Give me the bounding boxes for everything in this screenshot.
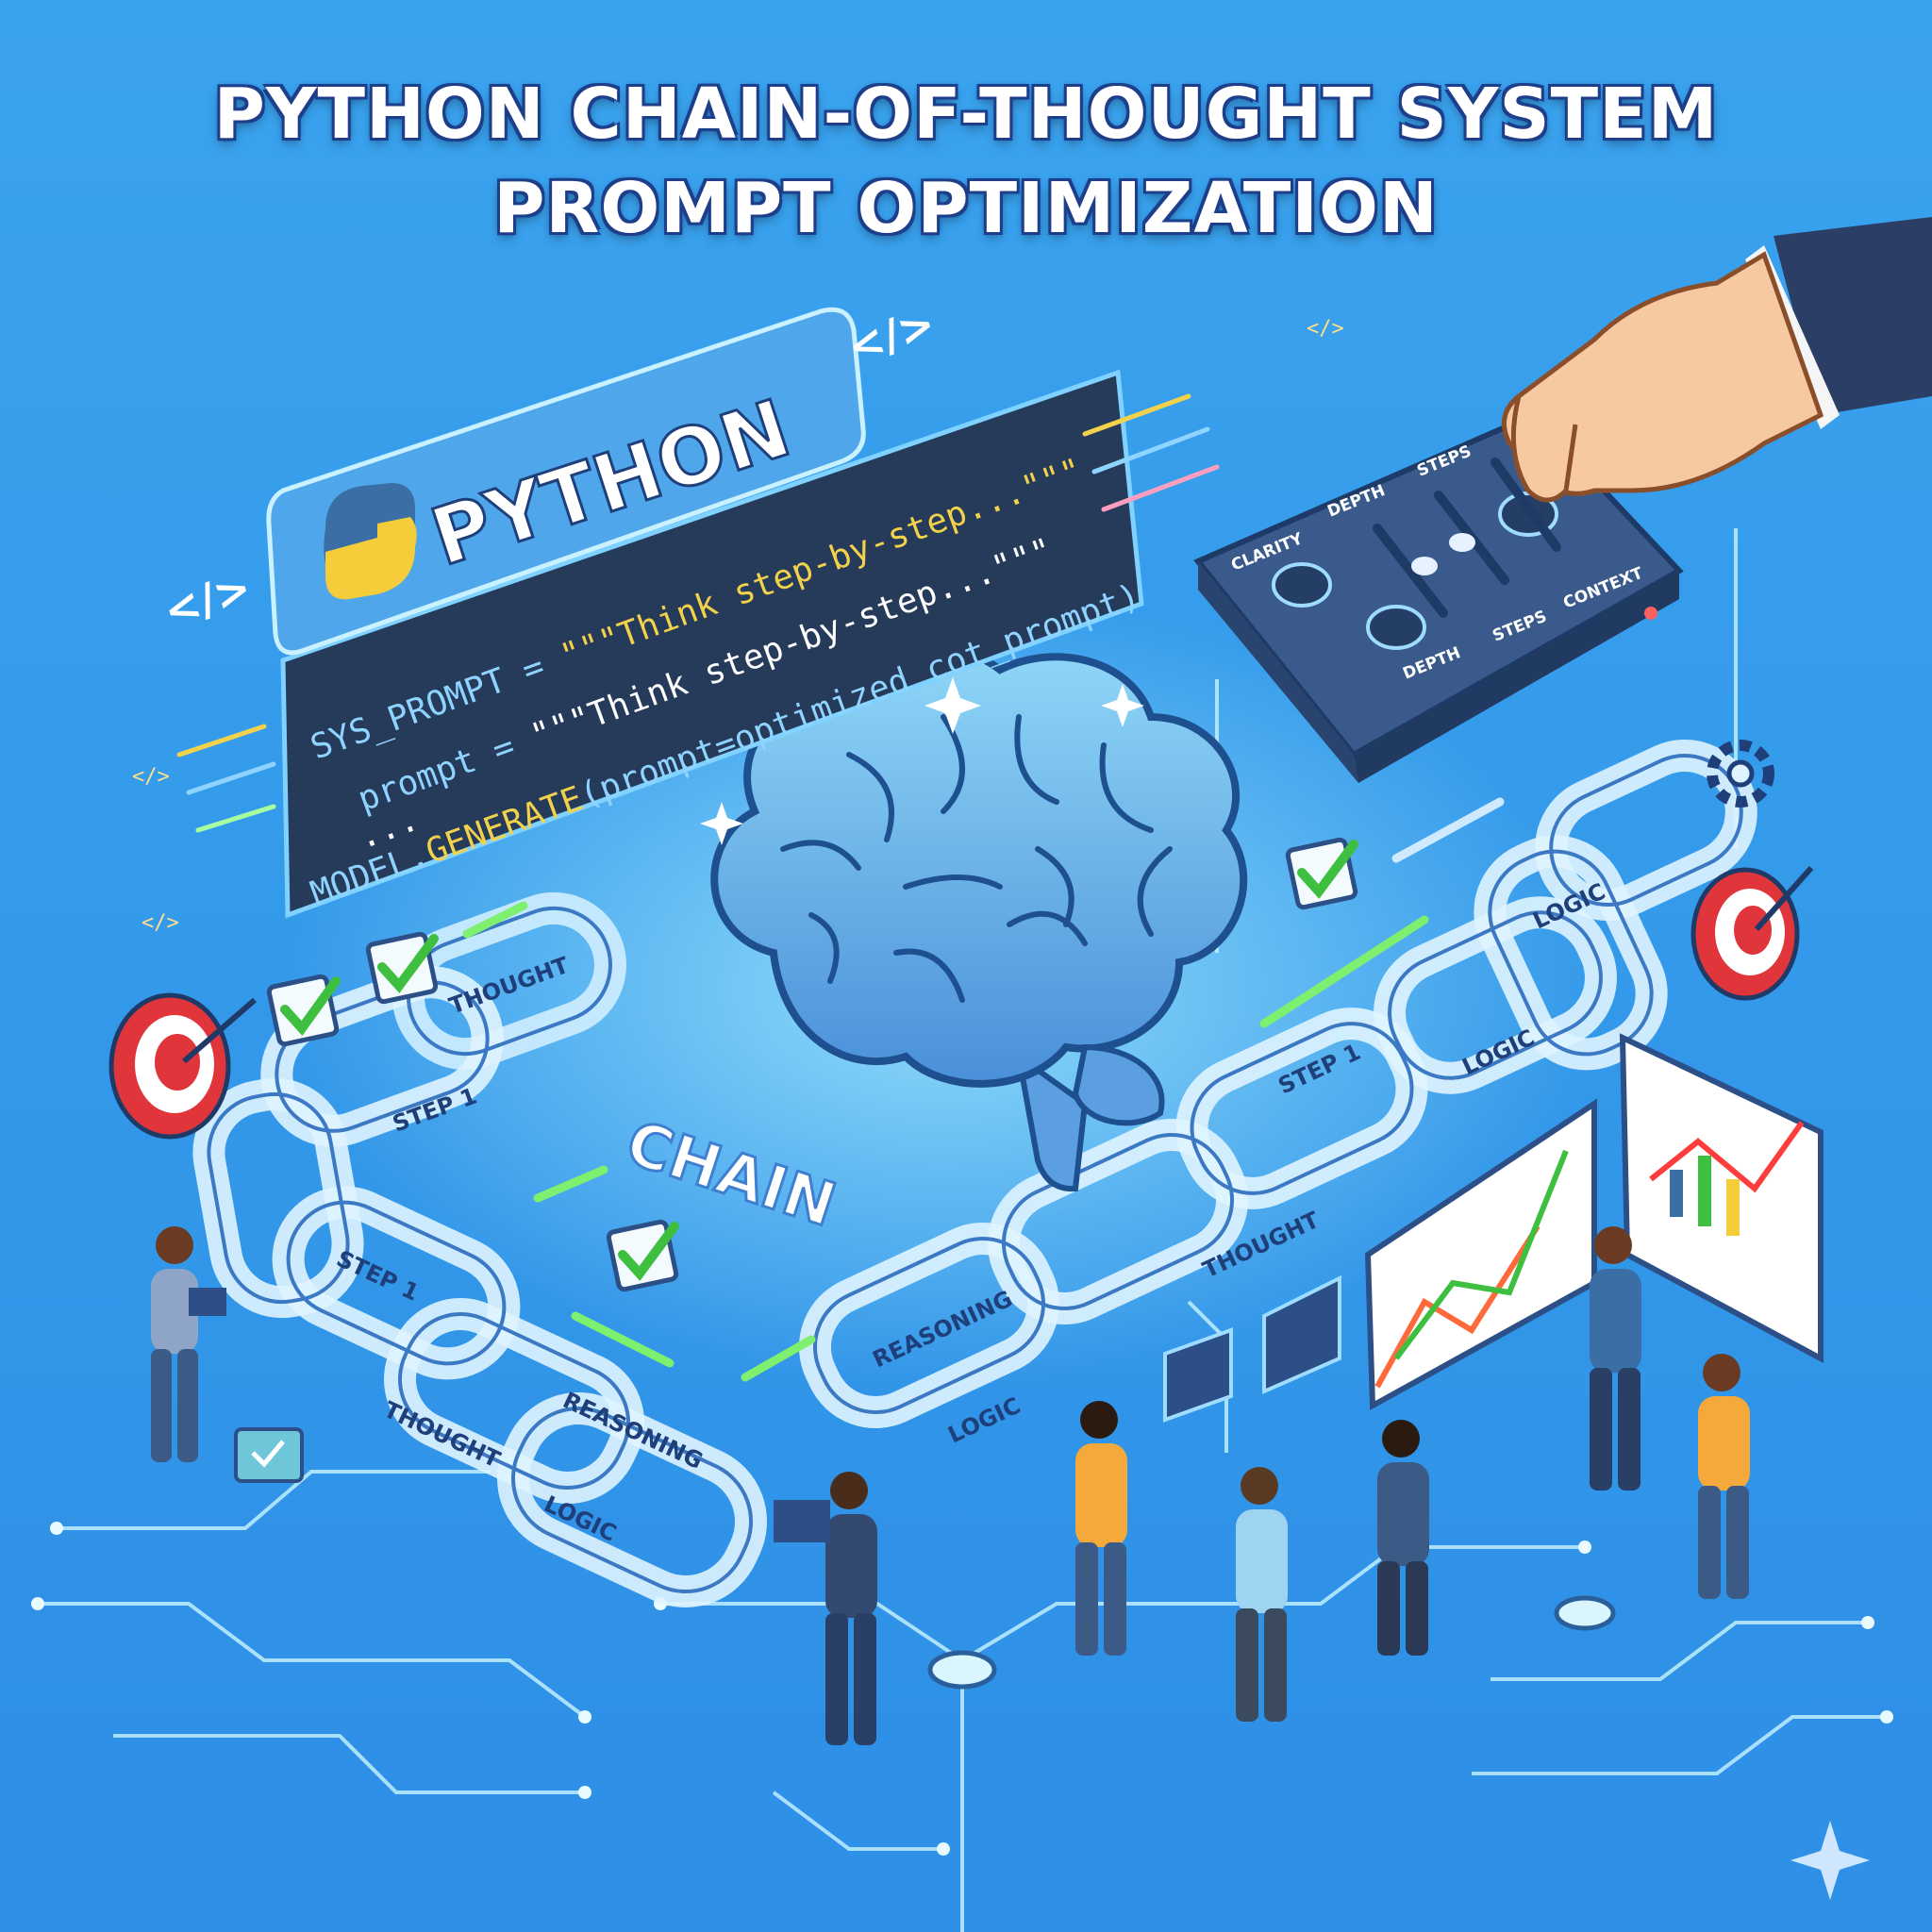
control-panel <box>1193 411 1684 783</box>
page-title-line-1: PYTHON CHAIN-OF-THOUGHT SYSTEM <box>213 74 1719 155</box>
dashboard-screen <box>1364 1098 1597 1411</box>
slider-handle[interactable] <box>1449 533 1475 552</box>
arrow-icon <box>741 1335 816 1382</box>
gear-icon <box>1707 740 1774 808</box>
arrow-icon <box>1259 915 1429 1028</box>
arrow-icon <box>462 901 528 939</box>
arrow-icon <box>1391 797 1505 863</box>
code-tags: </> </> </> <box>132 317 1344 935</box>
check-icon <box>606 1219 679 1292</box>
code-dash-lines <box>176 393 1220 833</box>
html-tag-icon: </> <box>132 765 170 789</box>
html-tag-icon: </> <box>1307 317 1344 341</box>
slider-handle[interactable] <box>1411 557 1438 575</box>
person <box>1590 1226 1641 1491</box>
page-title-line-2: PROMPT OPTIMIZATION <box>493 168 1439 249</box>
chain-right-outline <box>812 753 1743 1415</box>
code-panel <box>280 369 1144 919</box>
control-sliders <box>1373 458 1657 620</box>
brain-icon <box>710 646 1248 1192</box>
target-icon <box>1690 866 1814 1001</box>
target-icon <box>108 992 257 1140</box>
check-icon <box>1285 837 1358 910</box>
chain-left-outline <box>207 906 754 1594</box>
html-tag-icon: </> <box>142 911 179 935</box>
arrow-icons <box>462 797 1505 1382</box>
person <box>151 1226 226 1462</box>
hand-icon <box>1501 217 1932 503</box>
laptop-screen <box>1163 1274 1341 1423</box>
circuit-traces <box>38 528 1887 1932</box>
person <box>1377 1420 1429 1656</box>
person <box>1698 1354 1750 1599</box>
person <box>1236 1467 1288 1722</box>
slider-track[interactable] <box>1373 524 1448 618</box>
knob-icon[interactable] <box>1272 562 1332 608</box>
slider-track[interactable] <box>1491 458 1561 552</box>
python-logo-icon <box>324 483 417 600</box>
arrow-icon <box>533 1165 608 1203</box>
checkbox-icons <box>266 837 1358 1292</box>
person <box>774 1472 877 1745</box>
person <box>1075 1401 1127 1656</box>
sparkle-icons <box>700 677 1870 1900</box>
status-led <box>1644 607 1657 620</box>
check-icon <box>266 974 341 1047</box>
check-icon <box>365 931 439 1005</box>
briefcase-icon <box>234 1427 304 1483</box>
knob-icon[interactable] <box>1366 605 1426 650</box>
glow-nodes <box>927 1595 1616 1690</box>
dashboard-screen <box>1619 1033 1824 1364</box>
arrow-icon <box>571 1311 675 1368</box>
